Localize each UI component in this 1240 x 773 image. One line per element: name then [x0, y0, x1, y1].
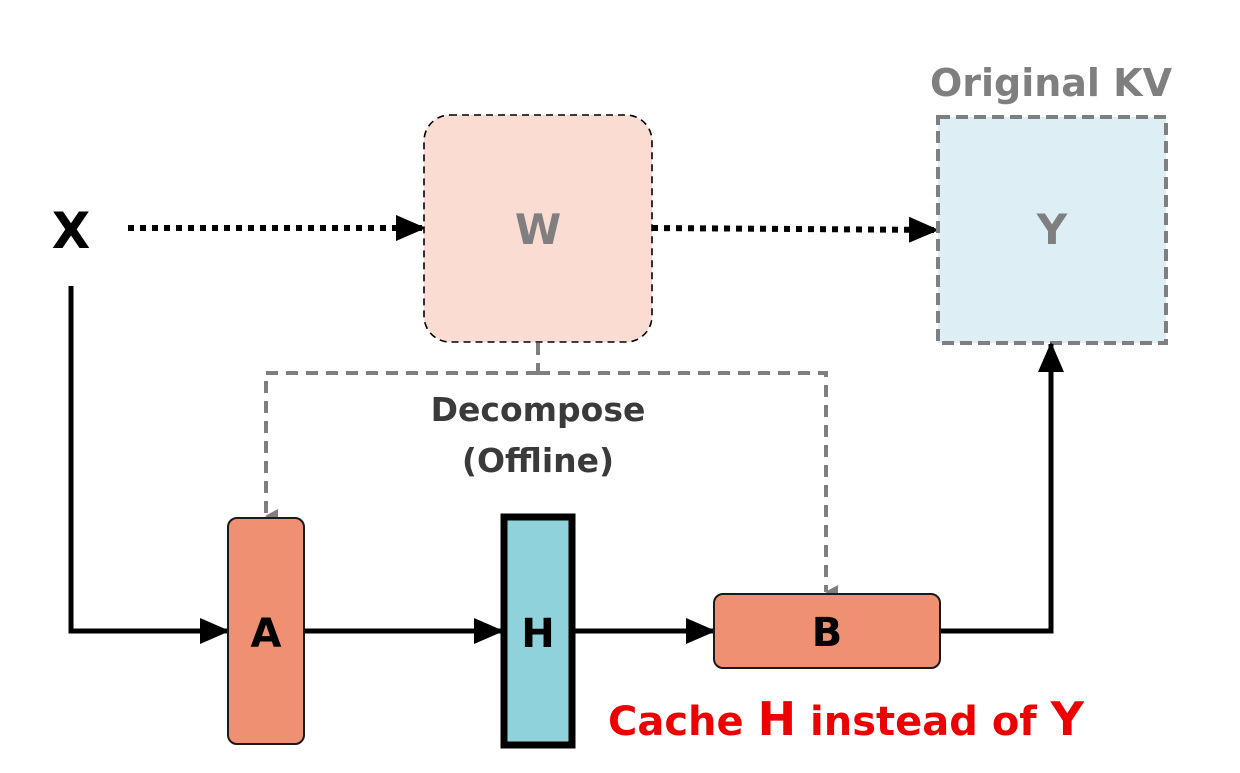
- caption-part1: Cache: [608, 699, 758, 745]
- decompose-arrow-to-a: [264, 371, 538, 523]
- factor-b-label: B: [812, 610, 843, 656]
- decompose-offline-label: (Offline): [462, 441, 614, 480]
- hidden-h-box: [500, 513, 576, 749]
- decompose-label: Decompose: [431, 390, 646, 429]
- caption-h: H: [758, 692, 797, 746]
- dotted-arrow-w-to-y: [651, 216, 939, 243]
- weight-box: [423, 114, 653, 343]
- factor-b-box: [713, 593, 941, 669]
- hidden-h-label: H: [521, 611, 554, 657]
- factor-a-label: A: [251, 611, 282, 657]
- weight-label: W: [515, 205, 561, 254]
- output-label: Y: [1036, 205, 1068, 254]
- kv-output-box: [936, 115, 1168, 345]
- arrow-b-to-y: [940, 342, 1064, 634]
- caption-y: Y: [1050, 692, 1085, 746]
- arrow-x-to-a: [68, 286, 230, 644]
- decompose-arrow-to-b: [538, 371, 838, 599]
- caption-part2: instead of: [796, 699, 1051, 745]
- factor-a-box: [227, 517, 305, 745]
- cache-caption: Cache H instead of Y: [608, 692, 1085, 746]
- original-kv-title: Original KV: [930, 61, 1173, 105]
- input-label: X: [52, 202, 91, 260]
